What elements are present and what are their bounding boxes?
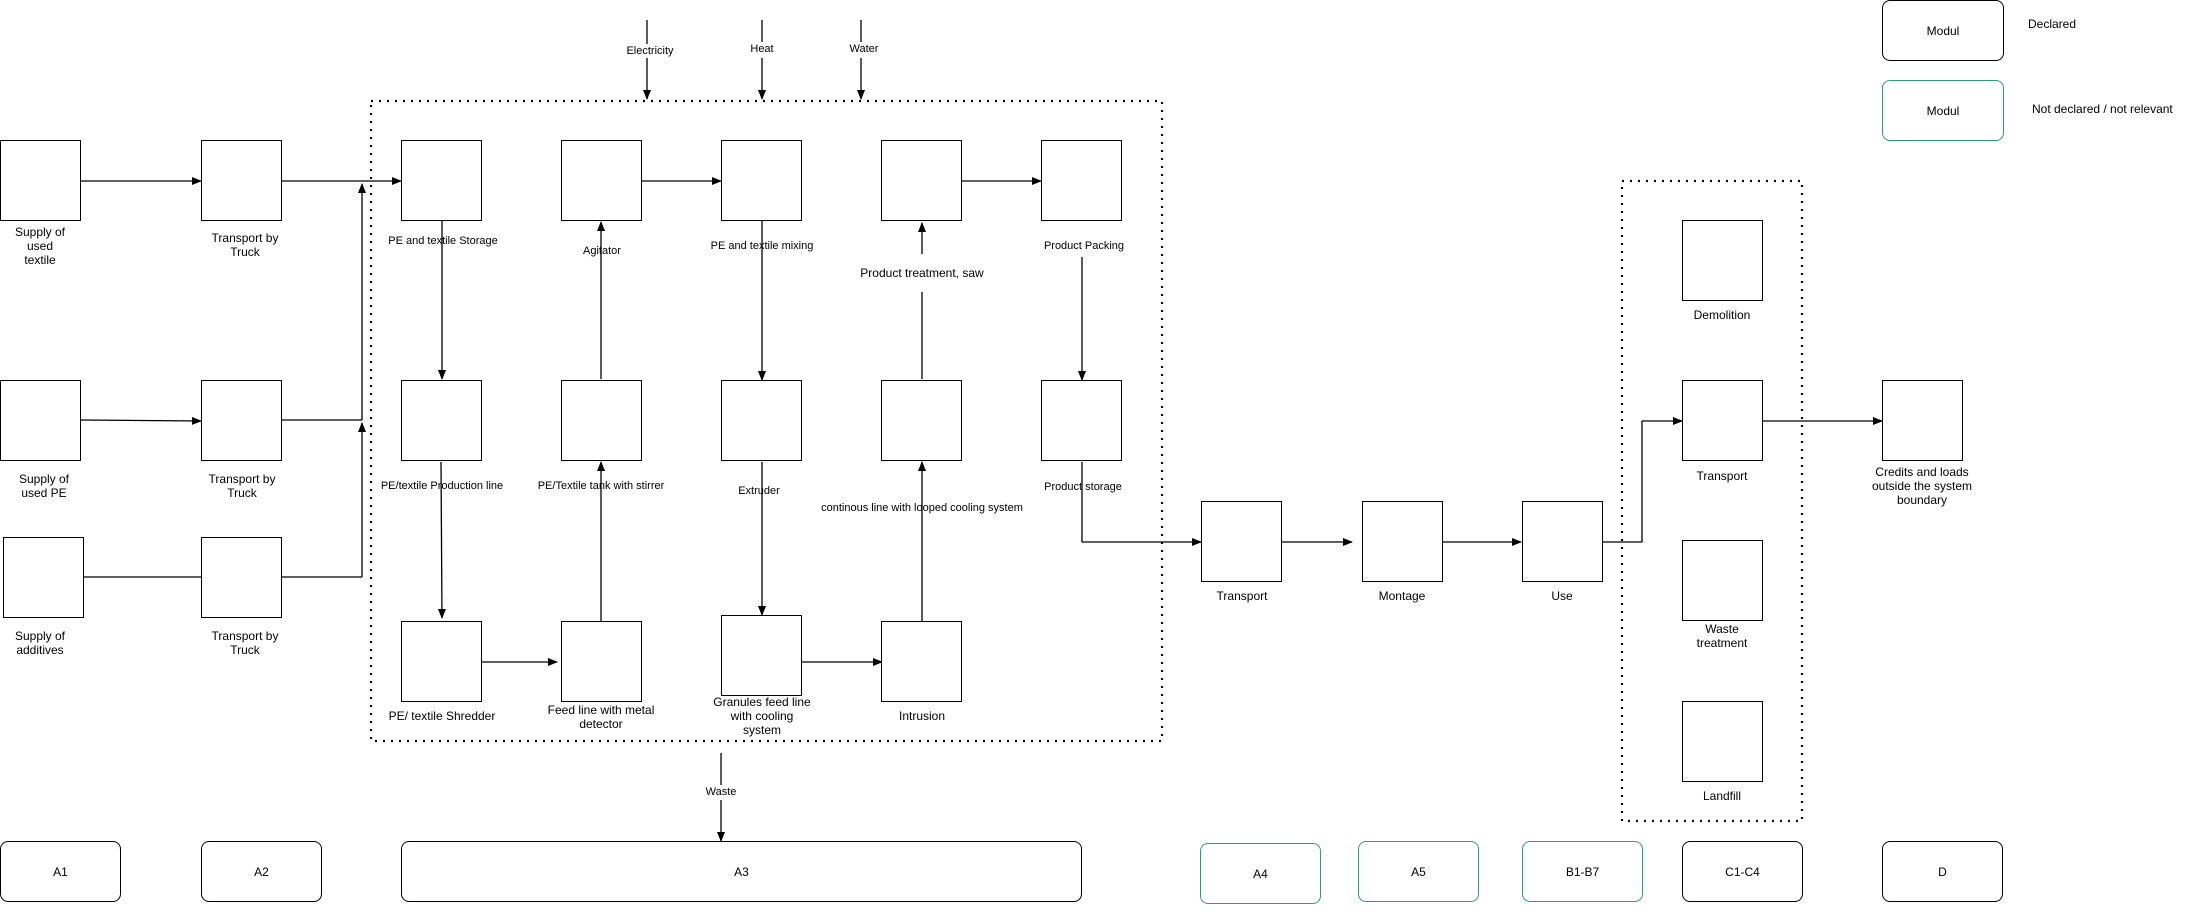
pe-textile-storage-label: PE and textile Storage	[388, 235, 498, 247]
agitator-box[interactable]	[561, 140, 642, 221]
transport-truck-2-box[interactable]	[201, 380, 282, 461]
intrusion-box[interactable]	[881, 621, 962, 702]
mixing-label: PE and textile mixing	[710, 240, 814, 252]
product-storage-label: Product storage	[1044, 481, 1122, 493]
product-packing-label: Product Packing	[1043, 240, 1125, 252]
continuous-line-label: continous line with looped cooling syste…	[821, 502, 1023, 514]
transport-truck-3-box[interactable]	[201, 537, 282, 618]
feed-line-metal-label: Feed line with metal detector	[547, 703, 655, 731]
intrusion-label: Intrusion	[898, 709, 946, 723]
module-a1[interactable]: A1	[0, 841, 121, 902]
waste-treatment-label: Waste treatment	[1696, 622, 1748, 650]
transport-truck-3-label: Transport by Truck	[211, 629, 279, 657]
product-storage-box[interactable]	[1041, 380, 1122, 461]
supply-pe-box[interactable]	[0, 380, 81, 461]
product-treatment-label: Product treatment, saw	[860, 266, 984, 280]
water-label: Water	[849, 43, 879, 55]
mixing-box[interactable]	[721, 140, 802, 221]
montage-box[interactable]	[1362, 501, 1443, 582]
transport-a4-box[interactable]	[1201, 501, 1282, 582]
module-c1-c4[interactable]: C1-C4	[1682, 841, 1803, 902]
supply-textile-label: Supply of used textile	[14, 225, 66, 267]
waste-label: Waste	[705, 786, 737, 798]
granules-feed-box[interactable]	[721, 615, 802, 696]
eol-transport-label: Transport	[1696, 469, 1748, 483]
shredder-box[interactable]	[401, 621, 482, 702]
eol-transport-box[interactable]	[1682, 380, 1763, 461]
landfill-label: Landfill	[1702, 789, 1742, 803]
demolition-box[interactable]	[1682, 220, 1763, 301]
module-a2[interactable]: A2	[201, 841, 322, 902]
transport-truck-2-label: Transport by Truck	[208, 472, 276, 500]
landfill-box[interactable]	[1682, 701, 1763, 782]
extruder-box[interactable]	[721, 380, 802, 461]
electricity-label: Electricity	[626, 45, 674, 57]
tank-stirrer-label: PE/Textile tank with stirrer	[537, 480, 665, 492]
transport-a4-label: Transport	[1216, 589, 1268, 603]
transport-truck-1-label: Transport by Truck	[211, 231, 279, 259]
legend-not-declared-box: Modul	[1882, 80, 2004, 141]
legend-declared-text: Declared	[2028, 17, 2077, 31]
legend-declared-box: Modul	[1882, 0, 2004, 61]
module-b1-b7[interactable]: B1-B7	[1522, 841, 1643, 902]
extruder-label: Extruder	[738, 485, 780, 497]
continuous-line-box[interactable]	[881, 380, 962, 461]
arrow-pe-to-transport	[80, 416, 202, 425]
heat-label: Heat	[750, 43, 774, 55]
demolition-label: Demolition	[1693, 308, 1751, 322]
module-a5[interactable]: A5	[1358, 841, 1479, 902]
production-line-box[interactable]	[401, 380, 482, 461]
waste-treatment-box[interactable]	[1682, 540, 1763, 621]
tank-stirrer-box[interactable]	[561, 380, 642, 461]
feed-line-metal-box[interactable]	[561, 621, 642, 702]
module-d[interactable]: D	[1882, 841, 2003, 902]
credits-label: Credits and loads outside the system bou…	[1871, 465, 1973, 507]
supply-pe-label: Supply of used PE	[18, 472, 70, 500]
module-a3[interactable]: A3	[401, 841, 1082, 902]
agitator-label: Agitator	[583, 245, 621, 257]
montage-label: Montage	[1378, 589, 1426, 603]
supply-additives-label: Supply of additives	[14, 629, 66, 657]
use-label: Use	[1551, 589, 1573, 603]
supply-additives-box[interactable]	[3, 537, 84, 618]
use-box[interactable]	[1522, 501, 1603, 582]
shredder-label: PE/ textile Shredder	[388, 709, 496, 723]
product-treatment-box[interactable]	[881, 140, 962, 221]
transport-truck-1-box[interactable]	[201, 140, 282, 221]
supply-textile-box[interactable]	[0, 140, 81, 221]
granules-feed-label: Granules feed line with cooling system	[713, 695, 811, 737]
product-packing-box[interactable]	[1041, 140, 1122, 221]
legend-not-declared-text: Not declared / not relevant	[2032, 102, 2173, 116]
module-a4[interactable]: A4	[1200, 843, 1321, 904]
c-system-boundary	[1620, 179, 1804, 823]
pe-textile-storage-box[interactable]	[401, 140, 482, 221]
arrow-production-to-shredder	[437, 461, 446, 619]
production-line-label: PE/textile Production line	[380, 480, 504, 492]
credits-box[interactable]	[1882, 380, 1963, 461]
